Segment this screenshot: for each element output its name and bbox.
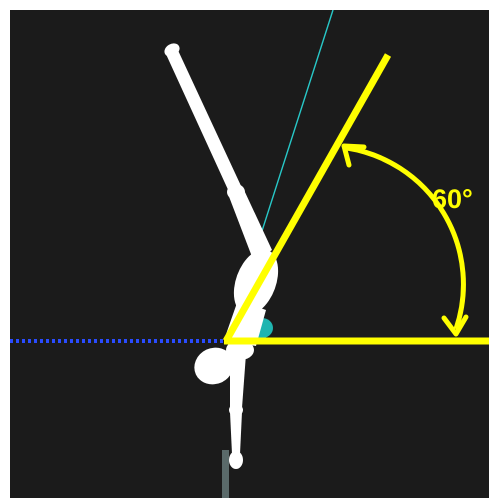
torso — [224, 300, 266, 346]
angle-arc — [346, 145, 466, 330]
thigh — [228, 190, 272, 262]
apparatus-post — [222, 450, 229, 498]
mannequin-figure — [164, 43, 279, 498]
viewport-3d[interactable]: 60° — [10, 10, 489, 498]
scene-background — [10, 10, 489, 498]
angle-ray — [222, 53, 392, 343]
scene-canvas: 60° — [10, 10, 489, 498]
angle-annotation: 60° — [222, 53, 489, 345]
arc-arrowhead-bottom — [441, 314, 469, 337]
head — [194, 347, 234, 385]
foot — [164, 43, 180, 57]
angle-label: 60° — [432, 184, 473, 214]
upper-arm — [230, 354, 246, 408]
arc-arrowhead-top — [341, 143, 367, 168]
forearm — [230, 412, 242, 454]
hand — [229, 451, 243, 469]
upper-leg — [165, 46, 242, 194]
